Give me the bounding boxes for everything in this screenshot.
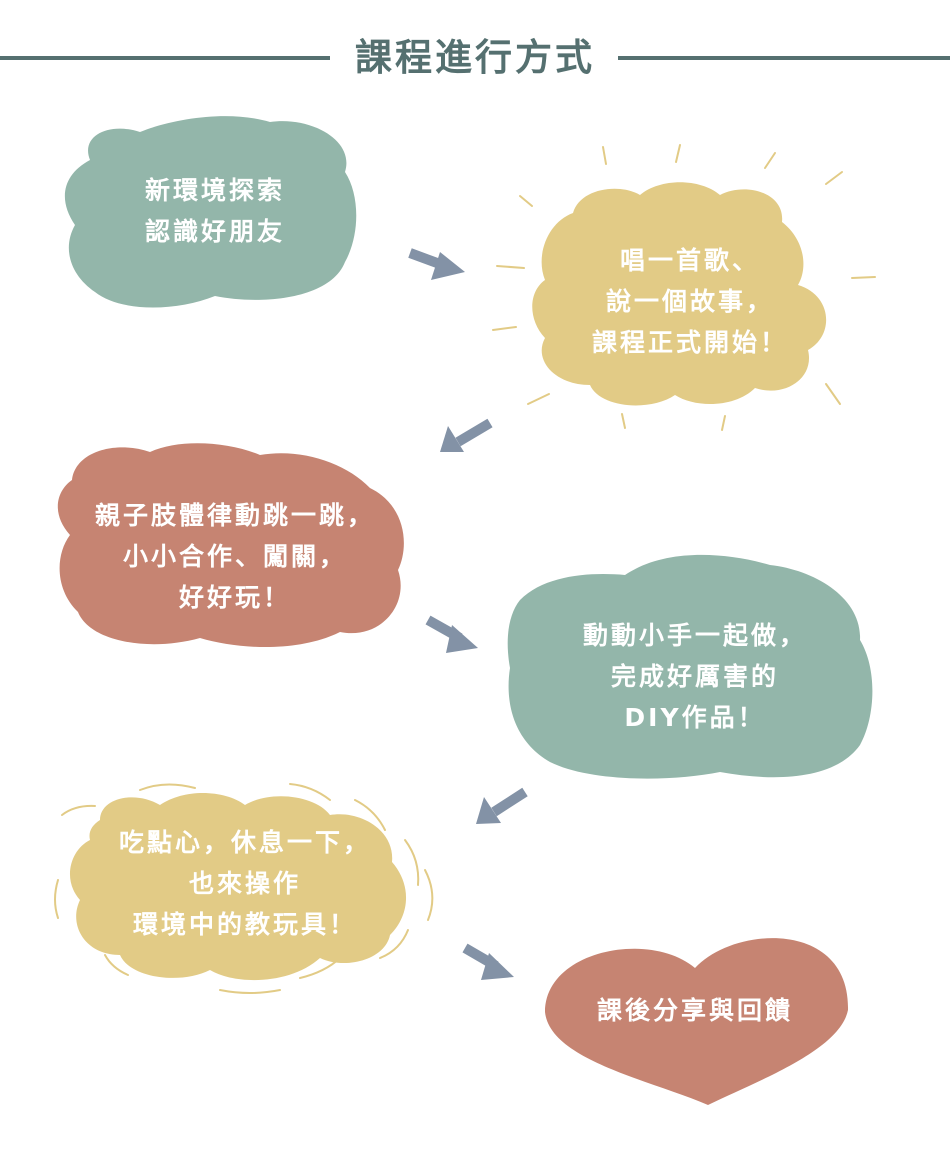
step-5-line-1: 吃點心，休息一下，	[118, 828, 371, 857]
title-rule-right	[618, 56, 950, 60]
step-1-line-1: 新環境探索	[144, 176, 285, 205]
step-3-text: 親子肢體律動跳一跳， 小小合作、闖關， 好好玩！	[70, 495, 400, 618]
step-2-line-1: 唱一首歌、	[619, 246, 760, 275]
step-6-heart	[545, 938, 849, 1105]
step-5-text: 吃點心，休息一下， 也來操作 環境中的教玩具！	[95, 822, 395, 945]
step-2-line-3: 課程正式開始！	[591, 328, 788, 357]
step-4-cloud	[507, 554, 873, 779]
step-2-sun-rays	[492, 144, 876, 431]
page-title: 課程進行方式	[0, 30, 950, 86]
step-4-text: 動動小手一起做， 完成好厲害的 DIY作品！	[545, 615, 845, 738]
title-rule-left	[0, 56, 330, 60]
arrow-1-to-2	[408, 248, 465, 280]
step-6-line-1: 課後分享與回饋	[596, 996, 793, 1025]
step-3-cloud	[57, 443, 404, 648]
step-2-cloud	[532, 182, 827, 406]
step-1-line-2: 認識好朋友	[144, 217, 285, 246]
arrow-2-to-3	[440, 418, 493, 452]
step-5-line-3: 環境中的教玩具！	[132, 910, 357, 939]
step-3-line-2: 小小合作、闖關，	[122, 542, 347, 571]
step-1-text: 新環境探索 認識好朋友	[100, 170, 330, 252]
page-title-text: 課程進行方式	[341, 30, 609, 86]
step-4-line-3: DIY作品！	[624, 703, 766, 732]
step-2-text: 唱一首歌、 說一個故事， 課程正式開始！	[560, 240, 820, 363]
step-4-line-1: 動動小手一起做，	[582, 621, 807, 650]
step-5-wobble-lines	[54, 783, 434, 994]
step-2-line-2: 說一個故事，	[605, 287, 774, 316]
step-5-cloud	[69, 792, 407, 981]
arrow-5-to-6	[462, 943, 514, 980]
arrow-4-to-5	[476, 787, 528, 824]
step-6-text: 課後分享與回饋	[560, 990, 830, 1031]
step-3-line-1: 親子肢體律動跳一跳，	[94, 501, 375, 530]
step-4-line-2: 完成好厲害的	[610, 662, 779, 691]
step-1-cloud	[64, 116, 357, 308]
step-3-line-3: 好好玩！	[178, 583, 291, 612]
step-5-line-2: 也來操作	[188, 869, 301, 898]
arrow-3-to-4	[425, 615, 478, 653]
